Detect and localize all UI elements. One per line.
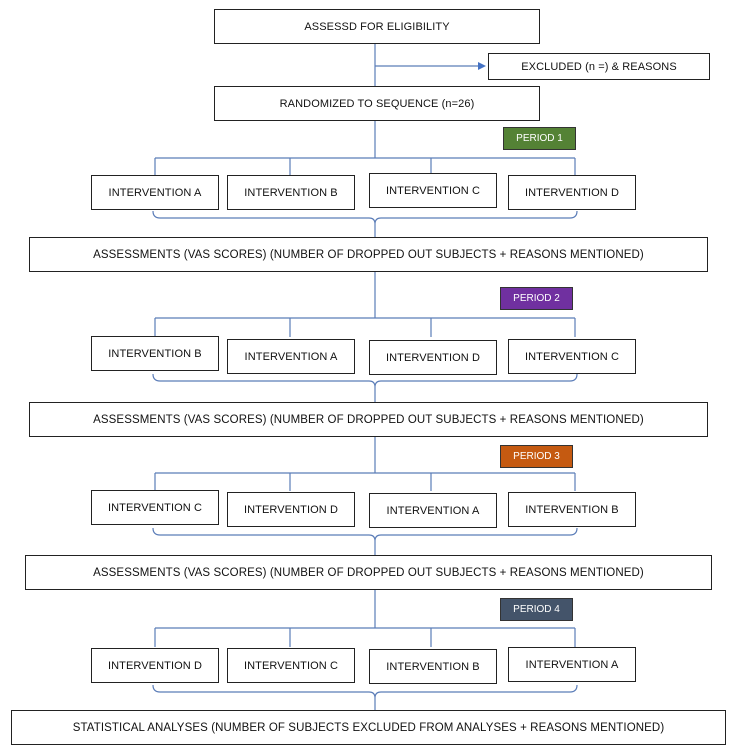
intervention-box: INTERVENTION C [508, 339, 636, 374]
intervention-box: INTERVENTION D [227, 492, 355, 527]
assessed-eligibility-box: ASSESSD FOR ELIGIBILITY [214, 9, 540, 44]
assessment-box: ASSESSMENTS (VAS SCORES) (NUMBER OF DROP… [25, 555, 712, 590]
excluded-box: EXCLUDED (n =) & REASONS [488, 53, 710, 80]
intervention-box: INTERVENTION B [227, 175, 355, 210]
merge-brace [152, 210, 578, 225]
period-4-label: PERIOD 4 [500, 598, 573, 621]
merge-brace [152, 684, 578, 699]
intervention-box: INTERVENTION A [369, 493, 497, 528]
analysis-box: STATISTICAL ANALYSES (NUMBER OF SUBJECTS… [11, 710, 726, 745]
intervention-box: INTERVENTION A [227, 339, 355, 374]
intervention-box: INTERVENTION D [91, 648, 219, 683]
arrow-head-icon [478, 62, 486, 70]
intervention-box: INTERVENTION D [508, 175, 636, 210]
merge-brace [152, 527, 578, 542]
intervention-box: INTERVENTION A [508, 647, 636, 682]
intervention-box: INTERVENTION D [369, 340, 497, 375]
intervention-box: INTERVENTION C [91, 490, 219, 525]
intervention-box: INTERVENTION B [91, 336, 219, 371]
assessment-box: ASSESSMENTS (VAS SCORES) (NUMBER OF DROP… [29, 402, 708, 437]
intervention-box: INTERVENTION C [369, 173, 497, 208]
period-2-label: PERIOD 2 [500, 287, 573, 310]
assessment-box: ASSESSMENTS (VAS SCORES) (NUMBER OF DROP… [29, 237, 708, 272]
period-1-label: PERIOD 1 [503, 127, 576, 150]
randomized-box: RANDOMIZED TO SEQUENCE (n=26) [214, 86, 540, 121]
intervention-box: INTERVENTION A [91, 175, 219, 210]
intervention-box: INTERVENTION C [227, 648, 355, 683]
period-3-label: PERIOD 3 [500, 445, 573, 468]
merge-brace [152, 373, 578, 388]
intervention-box: INTERVENTION B [369, 649, 497, 684]
intervention-box: INTERVENTION B [508, 492, 636, 527]
